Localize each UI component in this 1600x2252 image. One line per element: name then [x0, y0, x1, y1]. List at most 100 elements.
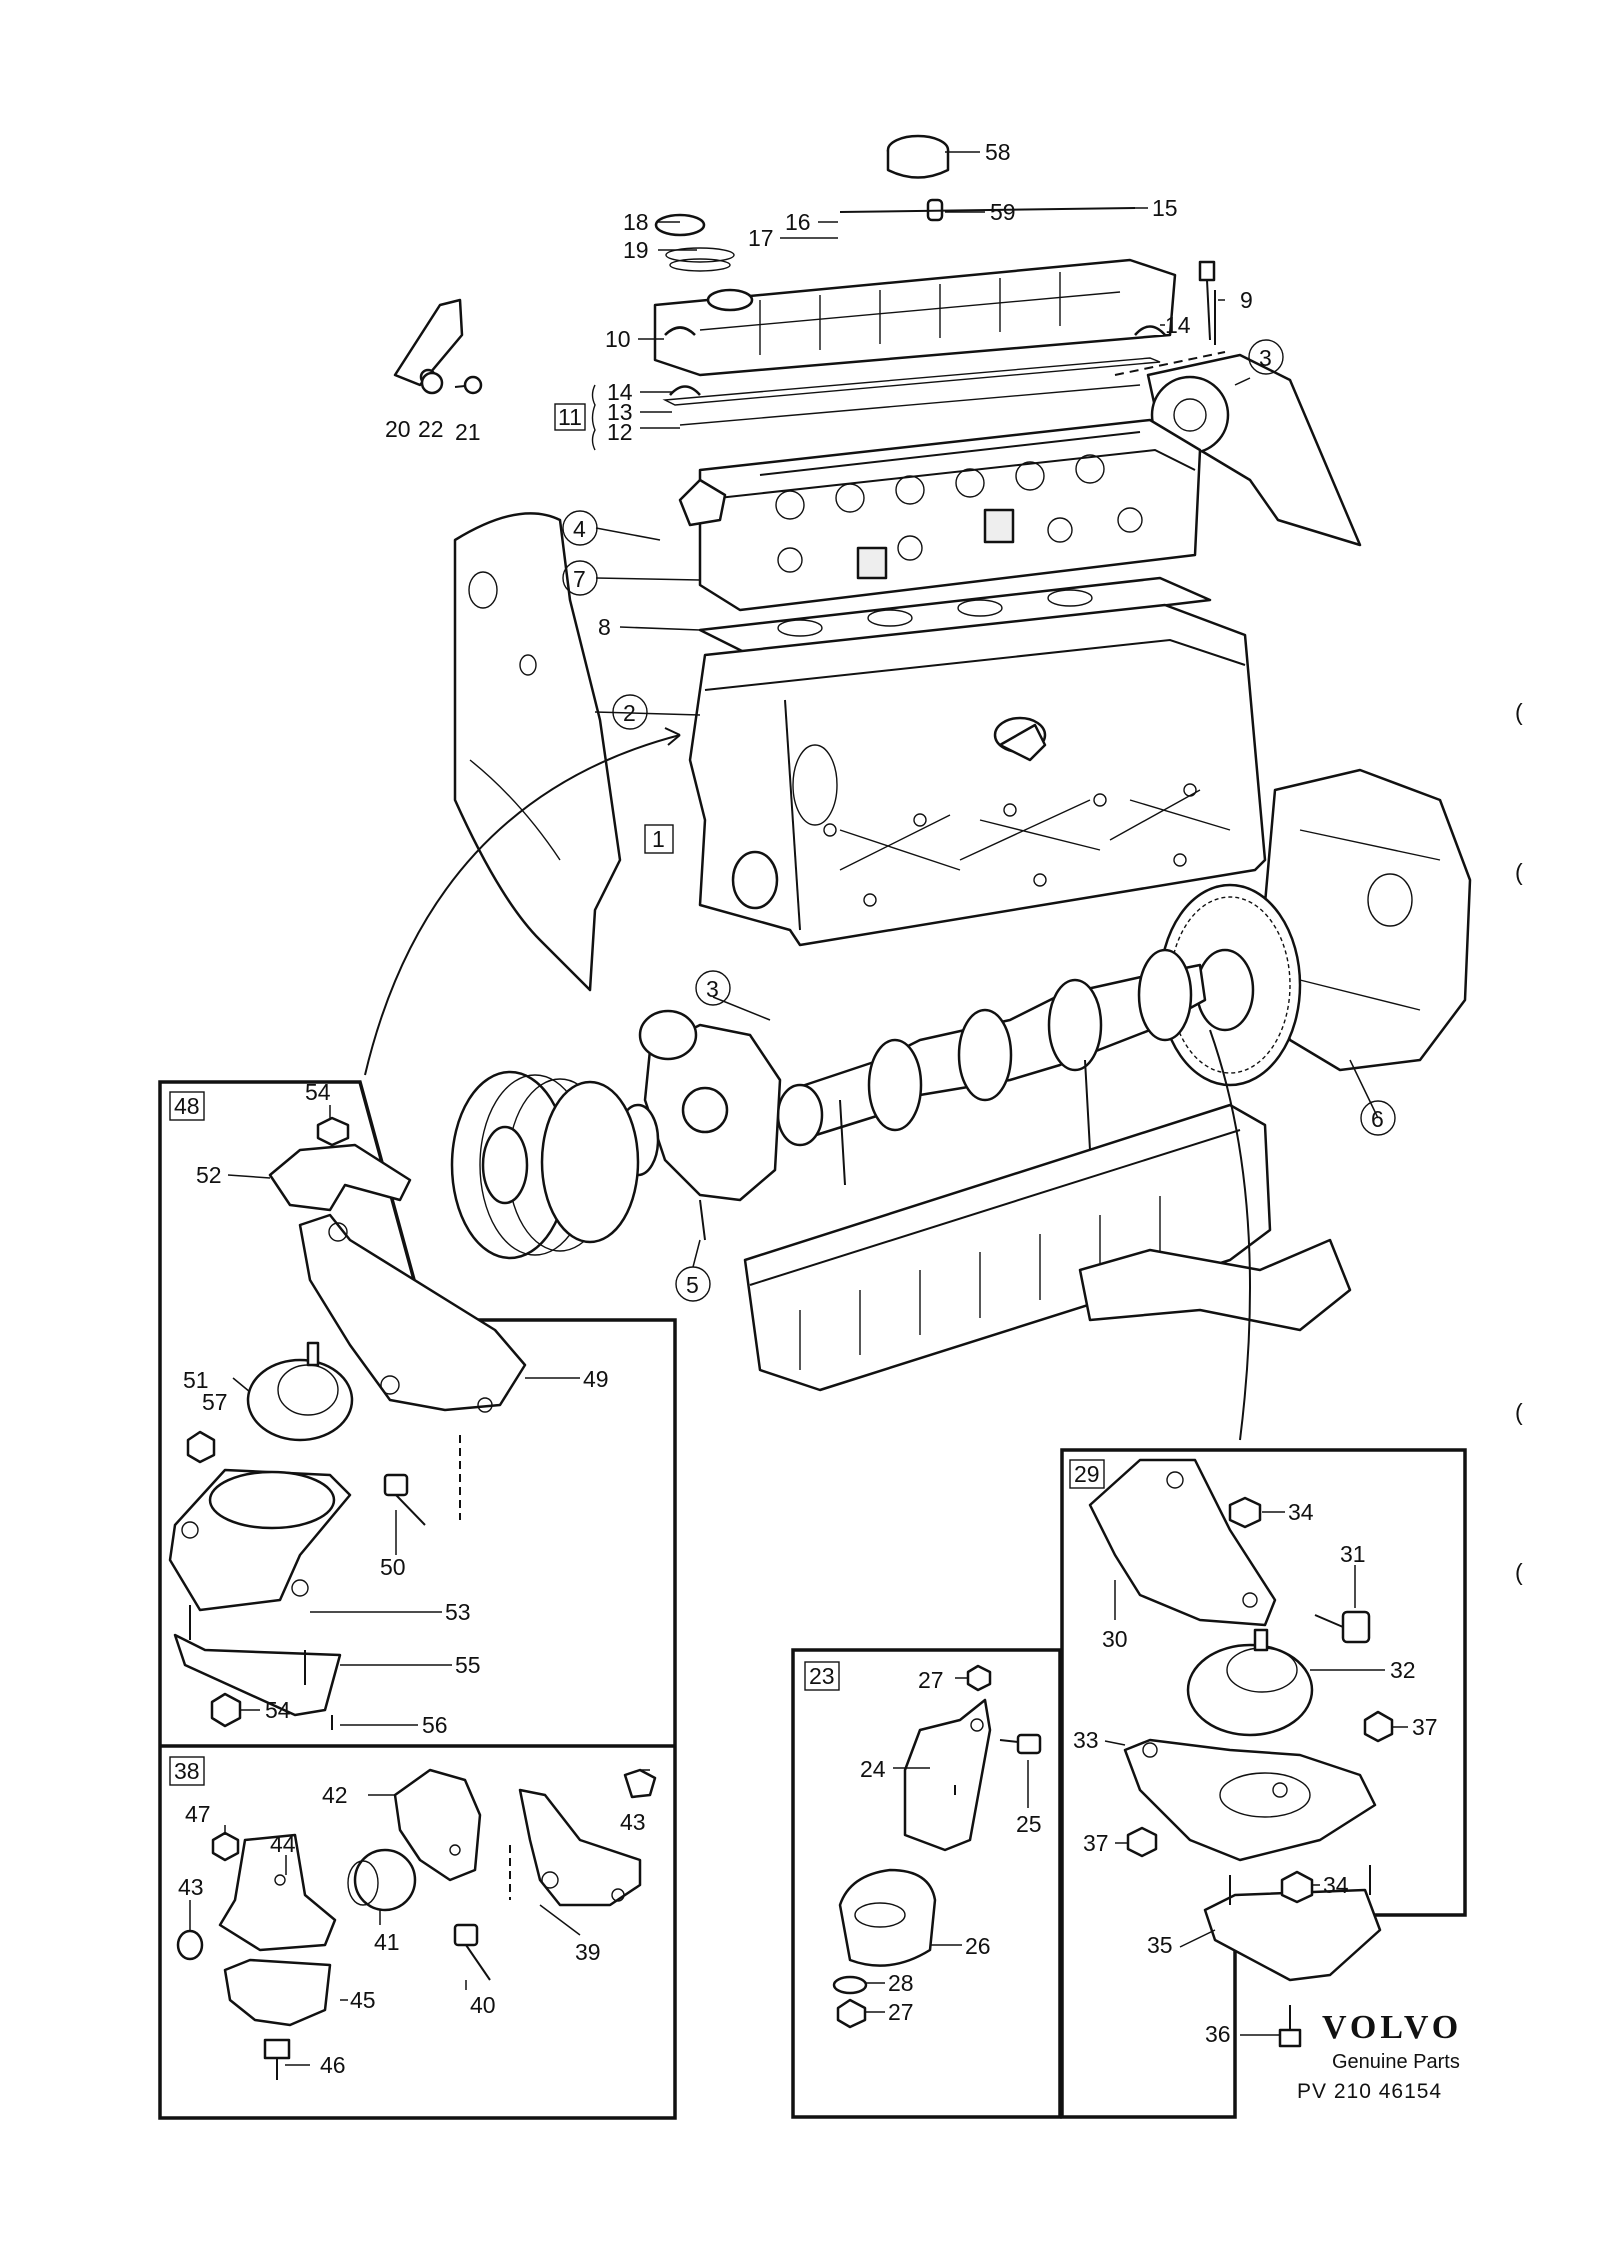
callout-17: 17: [748, 225, 774, 251]
head-gasket: [698, 576, 1212, 657]
callout-9: 9: [1240, 287, 1253, 313]
callout-18: 18: [623, 209, 649, 235]
callout-5: 5: [675, 1266, 711, 1302]
box48-label: 48: [174, 1093, 200, 1119]
callout-7: 7: [562, 560, 598, 596]
callout-8: 8: [598, 614, 611, 640]
callout-45: 45: [350, 1987, 376, 2013]
box38-leaders: [189, 1769, 650, 2066]
valve-cover-gaskets: [662, 351, 1226, 426]
callout-1: 1: [652, 826, 665, 852]
callout-51: 51: [183, 1367, 209, 1393]
callout-43-right: 43: [620, 1809, 646, 1835]
svg-text:5: 5: [686, 1272, 699, 1298]
callout-numbers: 58 59 15 18 19 16 17 9 10 14 11 14 13 12…: [385, 139, 1396, 1302]
box29-leaders: [1104, 1511, 1408, 2036]
box38-label: 38: [174, 1758, 200, 1784]
cylinder-head: [678, 418, 1202, 612]
callout-58: 58: [985, 139, 1011, 165]
connector-arrow-48: [664, 727, 681, 746]
callout-50: 50: [380, 1554, 406, 1580]
engine-mount-48: 48: [168, 1091, 527, 1730]
callout-54-bottom: 54: [265, 1697, 291, 1723]
box23-leaders: [865, 1677, 1029, 2013]
callout-34-top: 34: [1288, 1499, 1314, 1525]
callout-28: 28: [888, 1970, 914, 1996]
part-number: PV 210 46154: [1297, 2080, 1442, 2103]
callout-27-top: 27: [918, 1667, 944, 1693]
engine-mount-23: 23: [804, 1661, 1042, 2029]
callout-1-box: 1: [644, 824, 674, 854]
box48-leaders: [227, 1105, 580, 1726]
callout-31: 31: [1340, 1541, 1366, 1567]
volvo-branding: VOLVO Genuine Parts PV 210 46154: [1297, 2009, 1462, 2103]
crank-pulley: [450, 1070, 640, 1260]
svg-text:7: 7: [573, 566, 586, 592]
brand-subtitle: Genuine Parts: [1332, 2051, 1460, 2073]
timing-belt-cover: [453, 512, 622, 992]
margin-mark: (: [1515, 1399, 1523, 1425]
callout-14b: 14: [607, 379, 633, 405]
callout-14a: 14: [1165, 312, 1191, 338]
callout-40: 40: [470, 1992, 496, 2018]
callout-21: 21: [455, 419, 481, 445]
svg-text:2: 2: [623, 700, 636, 726]
connector-curve-29: [1209, 1029, 1251, 1441]
box23-callouts: 27 24 25 26 28 27: [860, 1667, 1042, 2025]
bolt-9: [1198, 260, 1216, 341]
brand-logo: VOLVO: [1322, 2009, 1462, 2046]
callout-44: 44: [270, 1831, 296, 1857]
callout-41: 41: [374, 1929, 400, 1955]
callout-16: 16: [785, 209, 811, 235]
callout-42: 42: [322, 1782, 348, 1808]
inset-frame-48-38: [158, 1080, 677, 2120]
callout-22: 22: [418, 416, 444, 442]
callout-33: 33: [1073, 1727, 1099, 1753]
callout-3-upper: 3: [1248, 339, 1284, 375]
svg-text:4: 4: [573, 516, 586, 542]
box29-callouts: 34 31 30 32 33 37 37 34 35 36: [1073, 1499, 1438, 2047]
callout-10: 10: [605, 326, 631, 352]
callout-43-left: 43: [178, 1874, 204, 1900]
callout-12: 12: [607, 419, 633, 445]
svg-text:3: 3: [1259, 345, 1272, 371]
callout-11: 11: [558, 404, 582, 430]
callout-35: 35: [1147, 1932, 1173, 1958]
callout-19: 19: [623, 237, 649, 263]
callout-59: 59: [990, 199, 1016, 225]
box29-label: 29: [1074, 1461, 1100, 1487]
margin-mark: (: [1515, 1559, 1523, 1585]
oil-pump-cover: [616, 1009, 782, 1241]
callout-49: 49: [583, 1366, 609, 1392]
callout-25: 25: [1016, 1811, 1042, 1837]
box23-label: 23: [809, 1663, 835, 1689]
callout-4: 4: [562, 510, 598, 546]
margin-marks: ( ( ( (: [1515, 699, 1523, 1585]
callout-30: 30: [1102, 1626, 1128, 1652]
engine-mount-38: 38: [169, 1756, 657, 2080]
margin-mark: (: [1515, 699, 1523, 725]
callout-57: 57: [202, 1389, 228, 1415]
svg-text:3: 3: [706, 976, 719, 1002]
svg-text:6: 6: [1371, 1106, 1384, 1132]
callout-11-box: 11: [554, 384, 596, 451]
callout-27-bottom: 27: [888, 1999, 914, 2025]
callout-37-right: 37: [1412, 1714, 1438, 1740]
callout-20: 20: [385, 416, 411, 442]
margin-mark: (: [1515, 859, 1523, 885]
callout-24: 24: [860, 1756, 886, 1782]
callout-3-lower: 3: [695, 970, 731, 1006]
callout-52: 52: [196, 1162, 222, 1188]
callout-47: 47: [185, 1801, 211, 1827]
oil-pan: [743, 1059, 1352, 1392]
callout-6: 6: [1360, 1100, 1396, 1136]
callout-2: 2: [612, 694, 648, 730]
flywheel: [1158, 883, 1302, 1087]
callout-15: 15: [1152, 195, 1178, 221]
small-bracket: [393, 298, 483, 395]
valve-cover: [653, 258, 1216, 377]
callout-46: 46: [320, 2052, 346, 2078]
callout-36: 36: [1205, 2021, 1231, 2047]
callout-13: 13: [607, 399, 633, 425]
